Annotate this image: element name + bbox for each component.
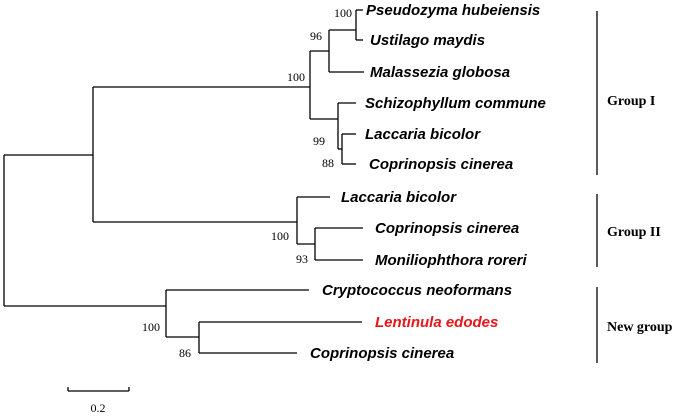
leaf-label-coprinopsis1: Coprinopsis cinerea — [369, 156, 513, 173]
bootstrap-group1: 100 — [287, 70, 305, 84]
tree-branches — [3, 9, 364, 354]
leaf-label-lentinula: Lentinula edodes — [375, 314, 498, 331]
newgroup-label: New group — [607, 320, 673, 335]
leaf-label-coprinopsis3: Coprinopsis cinerea — [310, 345, 454, 362]
group-brackets: Group I Group II New group — [596, 11, 673, 363]
bootstrap-values: 100 96 100 99 88 100 93 100 86 — [142, 6, 352, 360]
bootstrap-pseud-ust: 100 — [334, 6, 352, 20]
leaf-label-schizophyllum: Schizophyllum commune — [365, 95, 546, 112]
leaf-label-laccaria1: Laccaria bicolor — [365, 126, 481, 143]
bootstrap-group2: 100 — [271, 229, 289, 243]
bootstrap-len-cop: 86 — [179, 346, 191, 360]
bootstrap-cop-mon: 93 — [296, 252, 308, 266]
bootstrap-newgroup: 100 — [142, 320, 160, 334]
leaf-label-cryptococcus: Cryptococcus neoformans — [322, 282, 512, 299]
bootstrap-lac-cop: 88 — [322, 156, 334, 170]
bootstrap-ustilaginomycetes: 96 — [310, 29, 322, 43]
leaf-label-pseudozyma: Pseudozyma hubeiensis — [366, 2, 540, 19]
group2-label: Group II — [607, 225, 661, 240]
group1-label: Group I — [607, 94, 655, 109]
leaf-label-laccaria2: Laccaria bicolor — [341, 189, 457, 206]
leaf-label-moniliophthora: Moniliophthora roreri — [375, 252, 527, 269]
bootstrap-agaricomycetes1: 99 — [313, 134, 325, 148]
leaf-label-ustilago: Ustilago maydis — [370, 32, 485, 49]
leaf-labels: Pseudozyma hubeiensis Ustilago maydis Ma… — [310, 2, 546, 362]
leaf-label-malassezia: Malassezia globosa — [370, 64, 510, 81]
leaf-label-coprinopsis2: Coprinopsis cinerea — [375, 220, 519, 237]
scale-bar: 0.2 — [67, 387, 130, 415]
scale-bar-label: 0.2 — [91, 401, 106, 415]
